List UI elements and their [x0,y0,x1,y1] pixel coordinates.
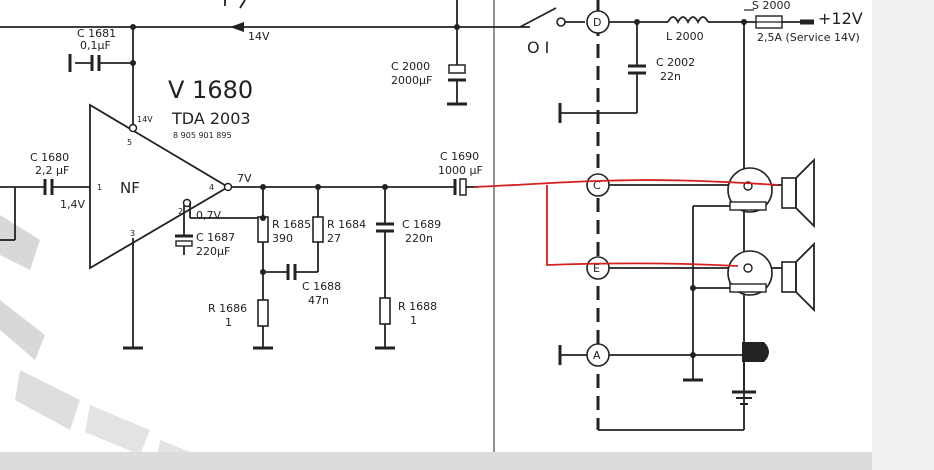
schematic-diagram: 14V C 1681 0,1µF C 2000 2000µF NF 5 1 2 … [0,0,863,470]
terminal-a-label: A [593,349,601,362]
c2000-ref: C 2000 [391,60,430,73]
resistor-r1688: R 1688 1 [375,297,437,350]
r1686-ref: R 1686 [208,302,247,315]
resistor-r1686: R 1686 1 [208,299,273,350]
l2000-ref: L 2000 [666,30,704,43]
capacitor-c1687: 0,7V C 1687 220µF [175,203,263,258]
capacitor-c1688: C 1688 47n [263,264,341,307]
inductor-l2000: L 2000 [666,16,756,43]
terminal-a: A [558,343,750,367]
fuse-s2000: S 2000 2,5A (Service 14V) +12V [744,0,863,44]
r1688-ref: R 1688 [398,300,437,313]
r1685-value: 390 [272,232,293,245]
r1685-ref: R 1685 [272,218,311,231]
r1684-ref: R 1684 [327,218,366,231]
capacitor-c2002: C 2002 22n [558,22,695,123]
c1689-value: 220n [405,232,433,245]
bottom-bar [0,452,872,470]
page-margin [872,0,934,470]
capacitor-c1689: C 1689 220n [376,187,441,298]
watermark [0,215,210,470]
terminal-d-label: D [593,16,601,29]
output-node: 7V [232,172,455,190]
c2002-value: 22n [660,70,681,83]
capacitor-c1690: C 1690 1000 µF [438,150,483,196]
pin-2: 2 [178,207,183,216]
speaker-front-icon [772,157,815,229]
c1687-ref: C 1687 [196,231,235,244]
pin-1: 1 [97,183,102,192]
c1690-ref: C 1690 [440,150,479,163]
pin4-voltage: 7V [237,172,252,185]
c2000-value: 2000µF [391,74,432,87]
switch-label: O I [527,38,549,57]
speaker-jack-front [683,167,773,382]
c1690-value: 1000 µF [438,164,483,177]
pin-3: 3 [130,229,135,238]
capacitor-c2000: C 2000 2000µF [391,27,467,106]
chassis-ground-icon [732,342,769,405]
terminal-c: C [586,173,728,197]
speaker-rear-icon [772,241,815,313]
speaker-jack-rear [690,250,773,296]
top-rail: 14V [0,0,530,43]
c1688-ref: C 1688 [302,280,341,293]
c1680-ref: C 1680 [30,151,69,164]
c1681-value: 0,1µF [80,39,111,52]
terminal-d: D [586,10,668,34]
schematic-sheet: 14V C 1681 0,1µF C 2000 2000µF NF 5 1 2 … [0,0,863,470]
c1687-value: 220µF [196,245,230,258]
supply-voltage: +12V [818,9,863,28]
pin2-voltage: 0,7V [196,209,221,222]
pin-5: 5 [127,138,132,147]
fuse-ref: S 2000 [752,0,790,12]
c1688-value: 47n [308,294,329,307]
terminal-c-label: C [593,179,601,192]
r1686-value: 1 [225,316,232,329]
ic-type: TDA 2003 [171,109,251,128]
c1681-ref: C 1681 [77,27,116,40]
top-rail-voltage: 14V [248,30,270,43]
ic-part-number: 8 905 901 895 [173,131,232,140]
ic-reference: V 1680 [168,76,253,104]
resistor-r1685: R 1685 390 [257,187,311,300]
terminal-e: E [586,256,728,280]
c1689-ref: C 1689 [402,218,441,231]
arrow-left-icon [230,22,244,32]
amp-label: NF [120,179,140,197]
capacitor-c1681: C 1681 0,1µF [68,27,136,125]
fuse-value: 2,5A (Service 14V) [757,31,860,44]
c2002-ref: C 2002 [656,56,695,69]
pin5-voltage: 14V [137,115,153,124]
pin3-ground [123,238,143,350]
capacitor-c1680: C 1680 2,2 µF 1,4V [0,151,90,241]
red-annotation [473,179,779,267]
r1684-value: 27 [327,232,341,245]
pin1-voltage: 1,4V [60,198,85,211]
r1688-value: 1 [410,314,417,327]
pin-4: 4 [209,183,214,192]
resistor-r1684: R 1684 27 [312,187,366,272]
power-switch: O I [519,7,585,57]
c1680-value: 2,2 µF [35,164,69,177]
terminal-e-label: E [593,262,600,275]
